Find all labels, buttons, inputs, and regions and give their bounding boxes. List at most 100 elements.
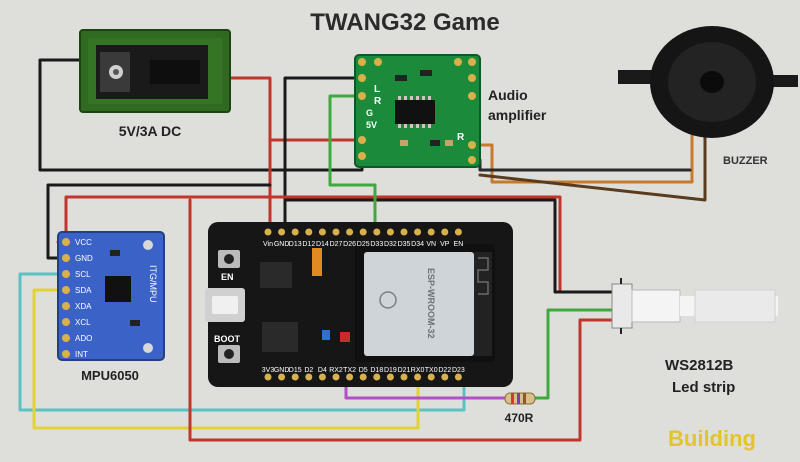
mpu-pin-int: INT	[75, 350, 88, 359]
esp32-top-pin-label: VP	[440, 241, 450, 248]
esp32-bottom-pin-pad	[386, 373, 394, 381]
esp32-bottom-pin-pad	[427, 373, 435, 381]
mpu-pin-sda: SDA	[75, 286, 92, 295]
esp32-top-pin-label: D34	[411, 241, 424, 248]
esp32-bottom-pin-pad	[441, 373, 449, 381]
mpu-pin-xda: XDA	[75, 302, 92, 311]
esp32-top-pin-label: D26	[343, 241, 356, 248]
esp32-bottom-pin-pad	[454, 373, 462, 381]
esp32-bottom-pin-pad	[291, 373, 299, 381]
esp32-bottom-pin-pad	[359, 373, 367, 381]
amp-pin-5v: 5V	[366, 120, 377, 130]
mpu-pin-ado: ADO	[75, 334, 92, 343]
esp32-bottom-pin-label: D19	[384, 367, 397, 374]
amp-pin-rout: R	[457, 132, 465, 143]
wire-buzzer-c	[478, 118, 707, 202]
ledstrip-connector	[611, 278, 778, 334]
esp32-top-pin-pad	[454, 228, 462, 236]
esp32-btn-boot-label: BOOT	[214, 334, 241, 344]
buzzer-label: BUZZER	[723, 155, 768, 167]
esp32-top-pin-label: VN	[426, 241, 436, 248]
amp-pin-gnd: G	[366, 108, 373, 118]
wire-bottom-red	[188, 198, 617, 442]
mpu-pin-scl: SCL	[75, 270, 91, 279]
esp32-bottom-pin-label: D4	[318, 367, 327, 374]
esp32-top-pin-label: EN	[454, 241, 464, 248]
esp32-top-pin-label: D14	[316, 241, 329, 248]
esp32-top-pin-label: D27	[330, 241, 343, 248]
buzzer	[618, 26, 798, 138]
esp32-bottom-pin-pad	[346, 373, 354, 381]
esp32-bottom-pin-label: 3V3	[262, 367, 275, 374]
esp32-top-pin-pad	[332, 228, 340, 236]
esp32-bottom-pin-label: TX2	[343, 367, 356, 374]
esp32-bottom-pin-label: RX2	[329, 367, 343, 374]
resistor	[504, 392, 536, 405]
esp32-top-pin-pad	[414, 228, 422, 236]
wire-amp-input	[328, 94, 377, 232]
esp32-top-pin-label: D33	[370, 241, 383, 248]
esp32-bottom-pin-pad	[305, 373, 313, 381]
esp32-top-pin-pad	[400, 228, 408, 236]
esp32-top-pin-label: D35	[398, 241, 411, 248]
esp32-top-pin-pad	[427, 228, 435, 236]
mpu-board	[57, 231, 165, 361]
ledstrip-label-line2: Led strip	[672, 379, 735, 396]
esp32-top-pin-pad	[359, 228, 367, 236]
esp32-bottom-pin-label: D22	[438, 367, 451, 374]
esp32-top-pin-pad	[346, 228, 354, 236]
ledstrip-label-line1: WS2812B	[665, 357, 734, 374]
esp32-bottom-pin-label: GND	[274, 367, 290, 374]
wire-scl	[18, 272, 466, 412]
wire-gnd-ledstrip	[283, 198, 617, 294]
esp32-top-pin-label: Vin	[263, 241, 273, 248]
esp32-bottom-pin-pad	[373, 373, 381, 381]
power-label: 5V/3A DC	[119, 123, 182, 139]
status-label: Building	[668, 426, 756, 451]
esp32-top-pin-pad	[318, 228, 326, 236]
esp32-bottom-pin-label: TX0	[425, 367, 438, 374]
esp32-top-pin-pad	[305, 228, 313, 236]
esp32-top-pin-pad	[291, 228, 299, 236]
page-title: TWANG32 Game	[310, 9, 499, 36]
esp32-bottom-pin-label: D18	[370, 367, 383, 374]
esp32-bottom-pin-pad	[400, 373, 408, 381]
esp32-top-pin-label: D13	[289, 241, 302, 248]
amp-label-line2: amplifier	[488, 107, 547, 123]
esp32-bottom-pin-label: RX0	[411, 367, 425, 374]
mpu-pin-gnd: GND	[75, 254, 93, 263]
esp32-bottom-pin-label: D2	[304, 367, 313, 374]
amp-pin-l: L	[374, 84, 380, 95]
esp32-top-pin-label: GND	[274, 241, 290, 248]
esp32-top-pin-pad	[386, 228, 394, 236]
esp32-bottom-pin-pad	[318, 373, 326, 381]
esp32-bottom-pin-pad	[332, 373, 340, 381]
esp32-top-pin-label: D25	[357, 241, 370, 248]
esp32-top-pin-pad	[278, 228, 286, 236]
esp32-bottom-pin-label: D15	[289, 367, 302, 374]
mpu-pin-vcc: VCC	[75, 238, 92, 247]
esp32-bottom-pin-label: D23	[452, 367, 465, 374]
amp-pin-r: R	[374, 96, 382, 107]
amp-label-line1: Audio	[488, 87, 528, 103]
resistor-label: 470R	[505, 411, 534, 425]
esp32-bottom-pin-pad	[414, 373, 422, 381]
esp32-top-pin-label: D12	[302, 241, 315, 248]
esp32-btn-en-label: EN	[221, 272, 234, 282]
mpu-label: MPU6050	[81, 368, 139, 383]
esp32-top-pin-pad	[264, 228, 272, 236]
esp32-bottom-pin-pad	[264, 373, 272, 381]
esp32-bottom-pin-pad	[278, 373, 286, 381]
esp32-bottom-pin-label: D5	[359, 367, 368, 374]
esp32-module-text: ESP-WROOM-32	[426, 268, 436, 339]
amplifier-board	[354, 54, 481, 168]
wire-buzzer-a	[470, 128, 694, 184]
mpu-chip-text: ITG/MPU	[148, 265, 158, 303]
esp32-top-pin-pad	[373, 228, 381, 236]
esp32-top-pin-pad	[441, 228, 449, 236]
power-jack-board	[79, 29, 231, 113]
mpu-pin-xcl: XCL	[75, 318, 91, 327]
